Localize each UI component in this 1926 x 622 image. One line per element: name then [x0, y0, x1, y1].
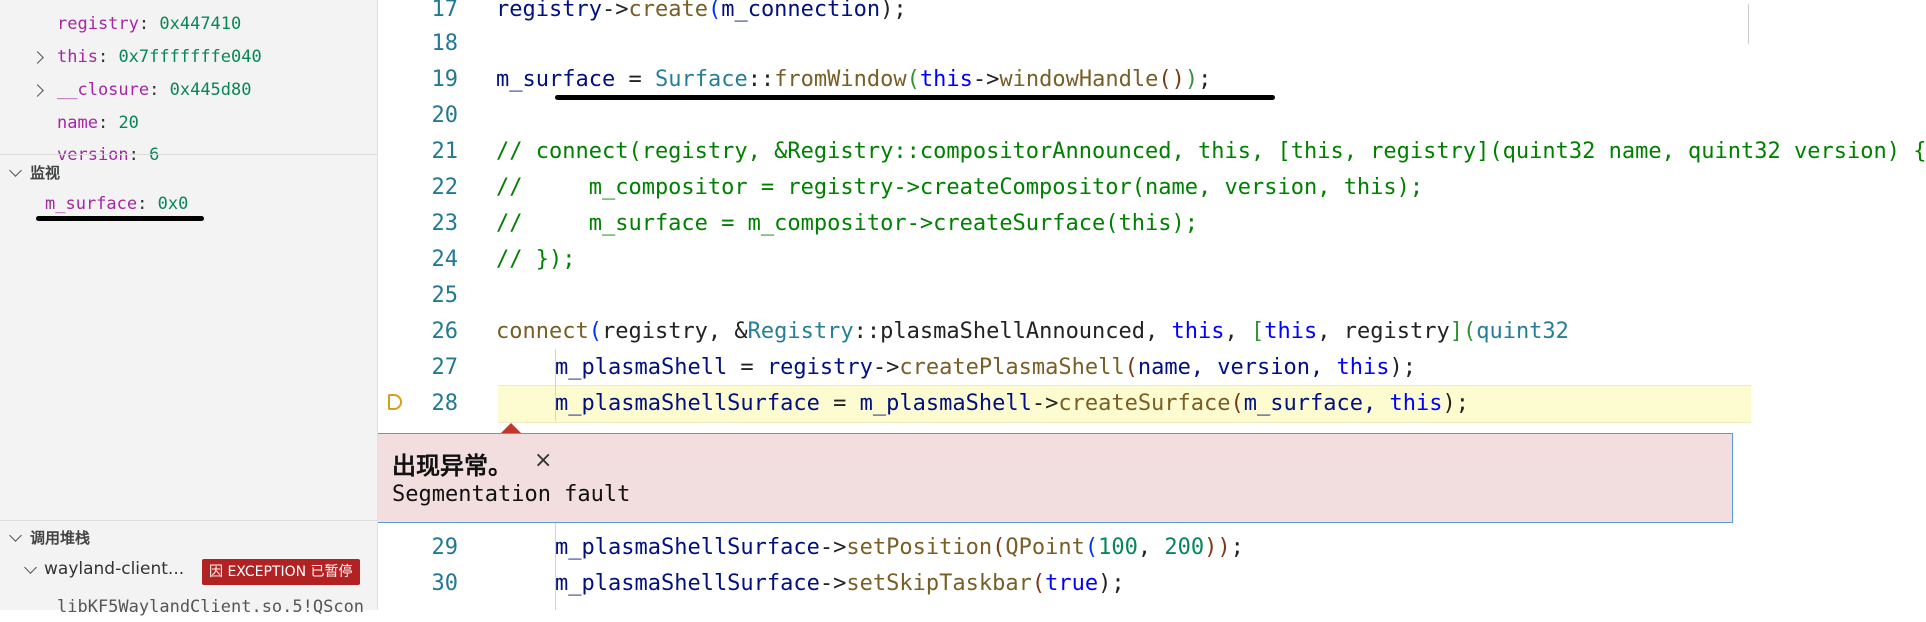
breakpoint-stopped-icon[interactable] [388, 394, 402, 410]
code-line-27: m_plasmaShell = registry->createPlasmaSh… [555, 355, 1416, 380]
thread-name: wayland-client... [44, 559, 185, 579]
chevron-down-icon [9, 529, 22, 542]
variable-row[interactable]: registry: 0x447410 [57, 14, 242, 34]
line-number: 18 [431, 31, 459, 56]
line-number: 25 [431, 283, 459, 308]
line-number: 24 [431, 247, 459, 272]
exception-widget: 出现异常。 × Segmentation fault [378, 433, 1733, 523]
code-line-23: // m_surface = m_compositor->createSurfa… [496, 211, 1198, 236]
current-line-highlight [498, 385, 1751, 423]
indent-guide [555, 523, 556, 610]
variable-name: __closure [57, 80, 150, 100]
line-number: 26 [431, 319, 459, 344]
code-line-24: // }); [496, 247, 576, 272]
watch-section-title: 监视 [30, 164, 61, 182]
exception-pointer [500, 423, 522, 434]
debug-sidebar: registry: 0x447410 this: 0x7fffffffe040 … [0, 0, 378, 617]
section-divider [0, 520, 377, 521]
variable-value: 6 [149, 145, 160, 165]
code-line-28: m_plasmaShellSurface = m_plasmaShell->cr… [555, 391, 1469, 416]
chevron-right-icon[interactable] [31, 84, 44, 97]
indent-guide [555, 349, 556, 421]
code-line-21: // connect(registry, &Registry::composit… [496, 139, 1926, 164]
line-number: 30 [431, 571, 459, 596]
callstack-section-title: 调用堆栈 [30, 529, 91, 547]
section-divider [0, 154, 377, 155]
variable-value: 20 [118, 113, 139, 133]
variable-name: this [57, 47, 98, 67]
variable-name: name [57, 113, 98, 133]
close-icon[interactable]: × [534, 448, 553, 473]
variable-row[interactable]: this: 0x7fffffffe040 [57, 47, 262, 67]
variable-value: 0x447410 [159, 14, 242, 34]
watch-item[interactable]: m_surface: 0x0 [45, 194, 189, 214]
chevron-down-icon [9, 164, 22, 177]
code-editor[interactable]: 17 18 19 20 21 22 23 24 25 26 27 28 29 3… [378, 0, 1926, 610]
line-number: 29 [431, 535, 459, 560]
line-number: 28 [431, 391, 459, 416]
annotation-underline [555, 95, 1275, 100]
annotation-underline [36, 216, 204, 221]
callstack-frame[interactable]: libKF5WaylandClient.so.5!QScon [57, 592, 364, 617]
chevron-right-icon[interactable] [31, 51, 44, 64]
exception-message: Segmentation fault [392, 482, 631, 507]
line-number: 21 [431, 139, 459, 164]
watch-expression: m_surface [45, 194, 138, 214]
watch-value: 0x0 [157, 194, 189, 214]
callstack-thread[interactable]: wayland-client... [0, 557, 377, 587]
exception-title: 出现异常。 [392, 452, 512, 480]
variable-row[interactable]: __closure: 0x445d80 [57, 80, 252, 100]
variable-row[interactable]: version: 6 [57, 145, 160, 165]
paused-exception-badge: 因 EXCEPTION 已暂停 [202, 559, 360, 585]
code-line-19: m_surface = Surface::fromWindow(this->wi… [496, 67, 1212, 92]
watch-section-header[interactable]: 监视 [0, 157, 377, 189]
variable-value: 0x445d80 [169, 80, 252, 100]
variable-value: 0x7fffffffe040 [118, 47, 262, 67]
code-line-30: m_plasmaShellSurface->setSkipTaskbar(tru… [555, 571, 1125, 596]
code-line-22: // m_compositor = registry->createCompos… [496, 175, 1424, 200]
line-number: 27 [431, 355, 459, 380]
code-line-26: connect(registry, &Registry::plasmaShell… [496, 319, 1569, 344]
callstack-section-header[interactable]: 调用堆栈 [0, 522, 377, 554]
line-number: 20 [431, 103, 459, 128]
code-line-17: registry->create(m_connection); [496, 0, 907, 22]
line-number: 17 [431, 0, 459, 22]
variable-row[interactable]: name: 20 [57, 113, 139, 133]
minimap[interactable] [1738, 4, 1749, 44]
line-number: 23 [431, 211, 459, 236]
frame-label: libKF5WaylandClient.so.5!QScon [57, 597, 365, 617]
variable-name: registry [57, 14, 139, 34]
chevron-down-icon [24, 561, 37, 574]
variable-name: version [57, 145, 129, 165]
code-line-29: m_plasmaShellSurface->setPosition(QPoint… [555, 535, 1244, 560]
line-number: 19 [431, 67, 459, 92]
line-number: 22 [431, 175, 459, 200]
